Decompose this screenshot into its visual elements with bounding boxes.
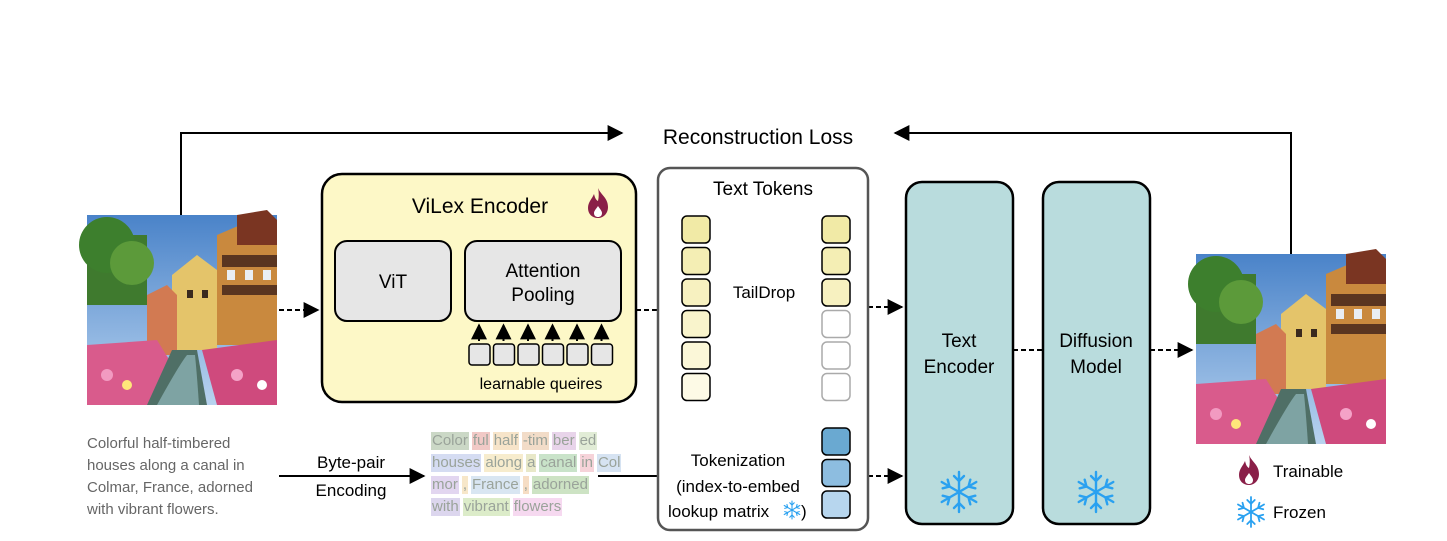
diffusion-line1: Diffusion: [1059, 331, 1133, 352]
caption-line3: Colmar, France, adorned: [87, 479, 253, 496]
learnable-query-box: [590, 343, 614, 366]
reconstruction-loss-arrows: [180, 125, 1292, 254]
kept-token: [821, 215, 851, 244]
tokenization-line2: (index-to-embed: [676, 477, 800, 496]
tokenization-line1: Tokenization: [691, 451, 786, 470]
text-token: [681, 309, 711, 339]
learnable-query-box: [468, 343, 491, 366]
legend-trainable-label: Trainable: [1273, 462, 1343, 481]
bpe-token: Col: [596, 454, 622, 472]
caption-line1: Colorful half-timbered: [87, 435, 230, 452]
text-encoder-line2: Encoder: [924, 357, 995, 378]
learnable-query-box: [541, 343, 565, 366]
reconstruction-loss-label: Reconstruction Loss: [663, 126, 853, 149]
bpe-token: ed: [578, 432, 598, 450]
text-token-stacks: [681, 215, 851, 519]
dropped-token: [821, 341, 851, 370]
dropped-token: [821, 372, 851, 402]
bpe-token: in: [580, 454, 594, 472]
vit-label: ViT: [379, 272, 408, 293]
bpe-line2: Encoding: [316, 481, 387, 500]
diffusion-line2: Model: [1070, 357, 1122, 378]
bpe-token: with: [431, 498, 460, 516]
taildrop-label: TailDrop: [733, 283, 795, 302]
bpe-token: ful: [471, 432, 490, 450]
learnable-query-box: [566, 343, 589, 366]
text-encoder-line1: Text: [942, 331, 978, 352]
tokenization-close-paren: ): [801, 502, 807, 521]
bpe-token: Color: [431, 432, 469, 450]
bpe-token: -tim: [521, 432, 549, 450]
caption-line2: houses along a canal in: [87, 457, 245, 474]
learnable-queries-label: learnable queires: [480, 376, 603, 393]
bpe-line1: Byte-pair: [317, 453, 385, 472]
bpe-token: flowers: [512, 498, 563, 516]
bpe-token: canal: [539, 454, 578, 472]
diffusion-model-block: [1041, 180, 1152, 526]
output-image: [1188, 249, 1386, 444]
legend-flame-icon: [1239, 455, 1259, 485]
embedded-token: [821, 490, 851, 519]
bpe-token: a: [526, 454, 537, 472]
text-token: [681, 341, 711, 370]
kept-token: [821, 246, 851, 276]
text-token: [681, 246, 711, 276]
bpe-token: houses: [431, 454, 482, 472]
text-tokens-title: Text Tokens: [713, 179, 813, 200]
attention-pooling-block: [464, 240, 622, 322]
attention-label-line2: Pooling: [511, 285, 574, 306]
tokenization-line3: lookup matrix: [668, 502, 770, 521]
bpe-token: half: [492, 432, 519, 450]
learnable-query-box: [492, 343, 516, 366]
legend: Trainable Frozen: [1237, 455, 1343, 528]
learnable-queries: [468, 323, 614, 366]
text-token: [681, 372, 711, 402]
legend-frozen-label: Frozen: [1273, 503, 1326, 522]
attention-label-line1: Attention: [506, 261, 581, 282]
embedded-token: [821, 458, 851, 488]
caption-line4: with vibrant flowers.: [86, 501, 219, 518]
loss-arrow-right: [893, 125, 1292, 254]
vilex-encoder-title: ViLex Encoder: [412, 195, 548, 218]
bpe-token: along: [484, 454, 524, 472]
text-token: [681, 278, 711, 307]
bpe-token: mor: [431, 476, 459, 494]
kept-token: [821, 278, 851, 307]
loss-arrow-left: [180, 125, 624, 216]
bpe-token: France: [471, 476, 520, 494]
text-encoder-block: [904, 180, 1015, 526]
bpe-token: adorned: [531, 476, 589, 494]
dropped-token: [821, 309, 851, 339]
bpe-token: ber: [551, 432, 576, 450]
bpe-token: vibrant: [462, 498, 510, 516]
embedded-token: [821, 427, 851, 456]
bpe-token: ,: [522, 476, 529, 494]
learnable-query-box: [517, 343, 540, 366]
input-image: [79, 210, 277, 405]
bpe-token: ,: [461, 476, 469, 494]
legend-snowflake-icon: [1237, 496, 1265, 528]
vit-block: [334, 240, 452, 322]
text-token: [681, 215, 711, 244]
caption-text: Colorful half-timbered houses along a ca…: [86, 435, 253, 518]
